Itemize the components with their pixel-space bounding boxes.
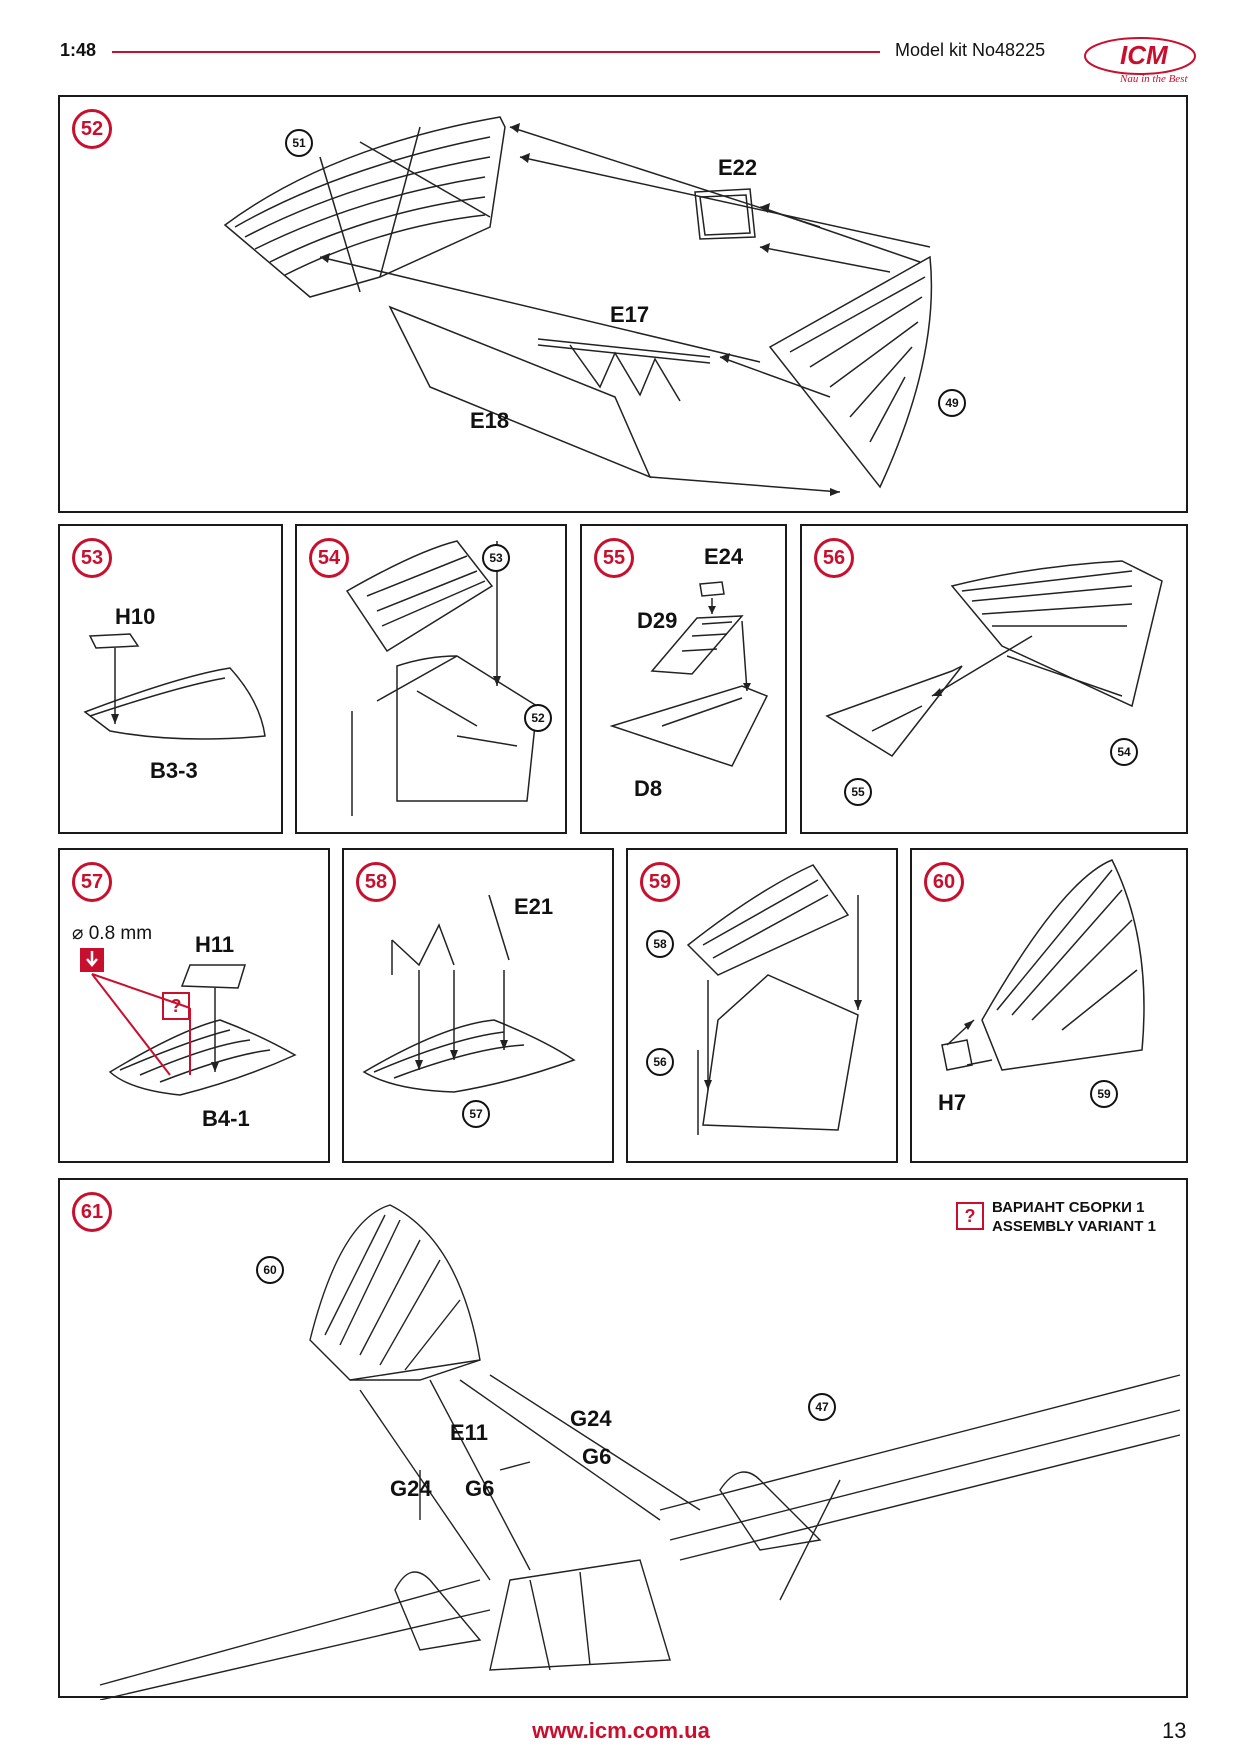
part-b4-1: B4-1 bbox=[202, 1106, 250, 1131]
header-rule bbox=[112, 51, 880, 53]
scale-label: 1:48 bbox=[60, 40, 97, 60]
part-b3-3: B3-3 bbox=[150, 758, 198, 783]
ref-step-53: 53 bbox=[482, 544, 510, 572]
svg-text:Nau in the Best: Nau in the Best bbox=[1119, 73, 1188, 85]
part-e17: E17 bbox=[610, 302, 650, 327]
step-number: 61 bbox=[72, 1192, 112, 1232]
page-number: 13 bbox=[1162, 1718, 1187, 1743]
step-56-panel: 56 54 55 bbox=[800, 524, 1188, 834]
ref-step-54: 54 bbox=[1110, 738, 1138, 766]
ref-step-51: 51 bbox=[285, 129, 313, 157]
step-number: 53 bbox=[72, 538, 112, 578]
part-g24-right: G24 bbox=[570, 1406, 612, 1431]
assembly-variant-mark: ? bbox=[956, 1202, 984, 1230]
part-e11: E11 bbox=[450, 1420, 488, 1445]
part-h10: H10 bbox=[115, 604, 156, 629]
step-55-panel: 55 E24 D29 D8 bbox=[580, 524, 787, 834]
step-61-panel: 61 ? ВАРИАНТ СБОРКИ 1 ASSEMBLY VARIANT 1 bbox=[58, 1178, 1188, 1700]
step-number: 57 bbox=[72, 862, 112, 902]
variant-line-ru: ВАРИАНТ СБОРКИ 1 bbox=[992, 1199, 1145, 1216]
step-58-drawing bbox=[362, 894, 576, 1093]
part-h11: H11 bbox=[195, 932, 235, 957]
step-60-panel: 60 H7 59 bbox=[910, 848, 1188, 1163]
step-number: 52 bbox=[72, 109, 112, 149]
step-52-drawing bbox=[223, 116, 933, 496]
ref-step-52: 52 bbox=[524, 704, 552, 732]
step-number: 59 bbox=[640, 862, 680, 902]
ref-step-56: 56 bbox=[646, 1048, 674, 1076]
assembly-variant-label: ВАРИАНТ СБОРКИ 1 ASSEMBLY VARIANT 1 bbox=[992, 1198, 1156, 1236]
step-57-panel: 57 ⌀ 0.8 mm ? H11 B4-1 bbox=[58, 848, 330, 1163]
step-number: 60 bbox=[924, 862, 964, 902]
step-56-drawing bbox=[825, 560, 1163, 757]
part-e22: E22 bbox=[718, 155, 758, 180]
drill-size-note: ⌀ 0.8 mm bbox=[72, 923, 153, 944]
step-54-drawing bbox=[345, 540, 538, 816]
part-g24-left: G24 bbox=[390, 1476, 432, 1501]
step-52-panel: 52 bbox=[58, 95, 1188, 513]
footer-url[interactable]: www.icm.com.ua bbox=[532, 1718, 710, 1743]
step-number: 54 bbox=[309, 538, 349, 578]
step-54-panel: 54 53 52 bbox=[295, 524, 567, 834]
ref-step-59: 59 bbox=[1090, 1080, 1118, 1108]
step-number: 55 bbox=[594, 538, 634, 578]
step-60-drawing bbox=[941, 859, 1145, 1071]
step-57-drawing bbox=[91, 964, 297, 1096]
step-55-drawing bbox=[609, 581, 769, 767]
part-g6-left: G6 bbox=[465, 1476, 495, 1501]
variant-line-en: ASSEMBLY VARIANT 1 bbox=[992, 1218, 1156, 1235]
drill-icon bbox=[80, 948, 104, 972]
part-e21: E21 bbox=[514, 894, 554, 919]
step-58-panel: 58 E21 57 bbox=[342, 848, 614, 1163]
step-53-drawing bbox=[83, 633, 266, 740]
icm-logo: ICM Nau in the Best bbox=[1080, 30, 1210, 90]
step-53-panel: 53 H10 B3-3 bbox=[58, 524, 283, 834]
step-number: 56 bbox=[814, 538, 854, 578]
svg-text:ICM: ICM bbox=[1120, 40, 1169, 70]
part-d8: D8 bbox=[634, 776, 663, 801]
step-61-drawing bbox=[99, 1204, 1181, 1700]
ref-step-55: 55 bbox=[844, 778, 872, 806]
step-59-drawing bbox=[686, 864, 862, 1135]
ref-step-57: 57 bbox=[462, 1100, 490, 1128]
step-59-panel: 59 58 56 bbox=[626, 848, 898, 1163]
step-number: 58 bbox=[356, 862, 396, 902]
ref-step-49: 49 bbox=[938, 389, 966, 417]
part-g6-right: G6 bbox=[582, 1444, 612, 1469]
ref-step-60: 60 bbox=[256, 1256, 284, 1284]
part-d29: D29 bbox=[637, 608, 678, 633]
ref-step-58: 58 bbox=[646, 930, 674, 958]
ref-step-47: 47 bbox=[808, 1393, 836, 1421]
part-e24: E24 bbox=[704, 544, 744, 569]
kit-number: Model kit No48225 bbox=[895, 40, 1046, 60]
part-h7: H7 bbox=[938, 1090, 967, 1115]
part-e18: E18 bbox=[470, 408, 510, 433]
